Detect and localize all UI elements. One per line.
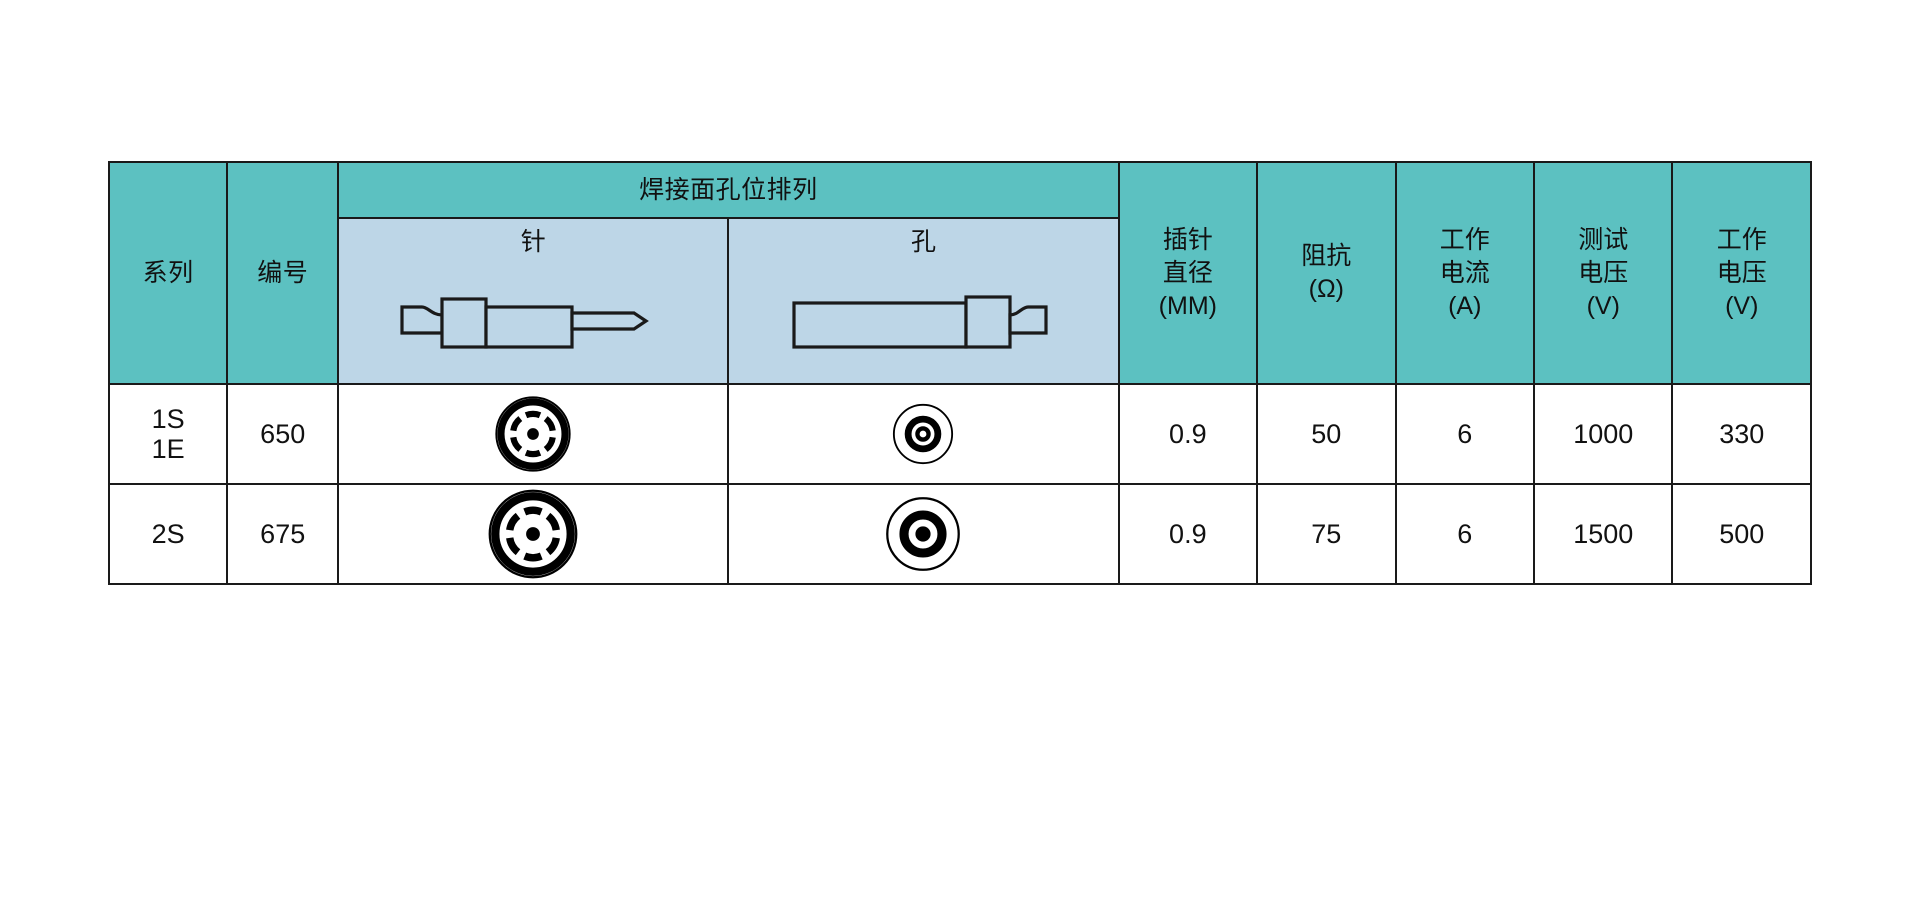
col-header-impedance: 阻抗 (Ω) (1256, 161, 1397, 385)
spec-table-body: 1S 1E 650 (107, 383, 1812, 585)
col-header-solder-face: 焊接面孔位排列 (337, 161, 1120, 219)
cell-series: 2S (107, 483, 229, 585)
spec-table-container: 系列 编号 焊接面孔位排列 插针 直径 (MM) 阻抗 (Ω) 工作 电流 (A… (107, 161, 1812, 585)
cell-impedance: 50 (1256, 383, 1397, 485)
cell-code: 650 (226, 383, 340, 485)
cell-working-current: 6 (1394, 483, 1536, 585)
pin-pattern-7-icon (488, 489, 578, 579)
cell-test-voltage: 1000 (1532, 383, 1674, 485)
header-row-top: 系列 编号 焊接面孔位排列 插针 直径 (MM) 阻抗 (Ω) 工作 电流 (A… (107, 161, 1812, 385)
hole-profile-drawing-cell (727, 265, 1120, 385)
cell-hole-pattern (727, 383, 1120, 485)
cell-pin-diameter: 0.9 (1117, 383, 1259, 485)
cell-test-voltage: 1500 (1532, 483, 1674, 585)
table-row: 2S 675 (107, 483, 1812, 585)
pin-profile-drawing-cell (337, 265, 730, 385)
cell-pin-pattern (337, 383, 730, 485)
cell-series: 1S 1E (107, 383, 229, 485)
cell-impedance: 75 (1256, 483, 1397, 585)
cell-working-voltage: 500 (1671, 483, 1812, 585)
col-header-pin-diameter: 插针 直径 (MM) (1117, 161, 1259, 385)
cell-code: 675 (226, 483, 340, 585)
cell-hole-pattern (727, 483, 1120, 585)
col-header-series: 系列 (107, 161, 229, 385)
col-header-working-current: 工作 电流 (A) (1394, 161, 1536, 385)
cell-working-voltage: 330 (1671, 383, 1812, 485)
socket-concentric-icon (893, 403, 954, 465)
cell-working-current: 6 (1394, 383, 1536, 485)
connector-spec-table: 系列 编号 焊接面孔位排列 插针 直径 (MM) 阻抗 (Ω) 工作 电流 (A… (107, 161, 1812, 585)
socket-concentric-icon (886, 497, 961, 571)
col-header-working-voltage: 工作 电压 (V) (1671, 161, 1812, 385)
plug-pin-profile-icon (400, 297, 650, 349)
col-header-code: 编号 (226, 161, 340, 385)
col-header-test-voltage: 测试 电压 (V) (1532, 161, 1674, 385)
header-row-profile-drawings (109, 265, 1811, 385)
col-header-hole: 孔 (727, 217, 1120, 265)
cell-pin-diameter: 0.9 (1117, 483, 1259, 585)
pin-pattern-7-icon (495, 396, 571, 472)
col-header-pin: 针 (337, 217, 730, 265)
table-row: 1S 1E 650 (107, 383, 1812, 485)
socket-body-profile-icon (792, 295, 1049, 349)
cell-pin-pattern (337, 483, 730, 585)
header-row-sub-labels: 针 孔 (109, 217, 1811, 265)
